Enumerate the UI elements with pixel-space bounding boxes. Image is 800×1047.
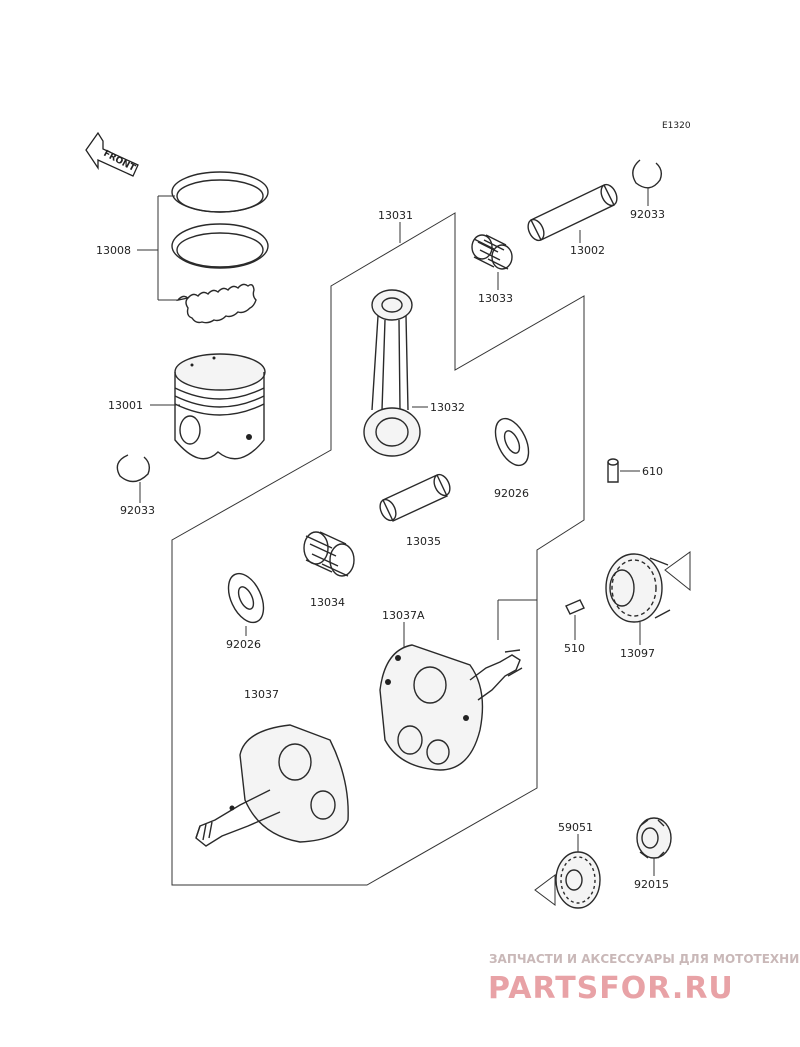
watermark-logo: PARTSFOR.RU	[488, 971, 734, 1006]
circlip-left	[116, 454, 151, 483]
piston-rings	[171, 171, 269, 324]
part-label-13002: 13002	[570, 244, 605, 257]
gear-direction-marker	[664, 551, 691, 592]
part-label-13001: 13001	[108, 399, 143, 412]
watermark-tagline: ЗАПЧАСТИ И АКСЕССУАРЫ ДЛЯ МОТОТЕХНИКИ	[489, 952, 800, 966]
assembly-frame-13031	[171, 212, 585, 886]
part-label-13035: 13035	[406, 535, 441, 548]
circlip-right	[632, 159, 663, 189]
dowel-pin	[607, 458, 619, 483]
part-label-13032: 13032	[430, 401, 465, 414]
part-label-92015: 92015	[634, 878, 669, 891]
crankshaft-half-right	[379, 644, 523, 771]
part-label-92033-left: 92033	[120, 504, 155, 517]
part-label-13097: 13097	[620, 647, 655, 660]
part-label-92033-right: 92033	[630, 208, 665, 221]
front-arrow-icon: FRONT	[85, 131, 139, 177]
crankshaft-half-left	[195, 724, 349, 847]
part-label-92026-lower: 92026	[226, 638, 261, 651]
woodruff-key	[565, 599, 585, 615]
sprocket-direction-marker	[534, 874, 556, 906]
piston	[174, 353, 266, 460]
part-label-92026-upper: 92026	[494, 487, 529, 500]
needle-bearing-large	[303, 531, 355, 577]
needle-bearing-small	[471, 234, 513, 270]
piston-pin	[527, 183, 618, 242]
part-label-13008: 13008	[96, 244, 131, 257]
part-label-59051: 59051	[558, 821, 593, 834]
part-label-13034: 13034	[310, 596, 345, 609]
thrust-washer-upper	[494, 417, 530, 467]
crank-pin	[379, 473, 451, 522]
crank-nut	[636, 817, 672, 859]
leader-shaft	[497, 599, 537, 640]
part-label-13037: 13037	[244, 688, 279, 701]
leader-13008	[137, 195, 178, 301]
part-label-13033: 13033	[478, 292, 513, 305]
crank-gear	[605, 553, 671, 623]
part-label-610: 610	[642, 465, 663, 478]
part-label-510: 510	[564, 642, 585, 655]
diagram-code: E1320	[662, 121, 691, 131]
part-label-13037A: 13037A	[382, 609, 425, 622]
part-label-13031: 13031	[378, 209, 413, 222]
thrust-washer-lower	[227, 572, 265, 624]
connecting-rod	[363, 289, 421, 457]
primary-sprocket	[555, 851, 601, 909]
